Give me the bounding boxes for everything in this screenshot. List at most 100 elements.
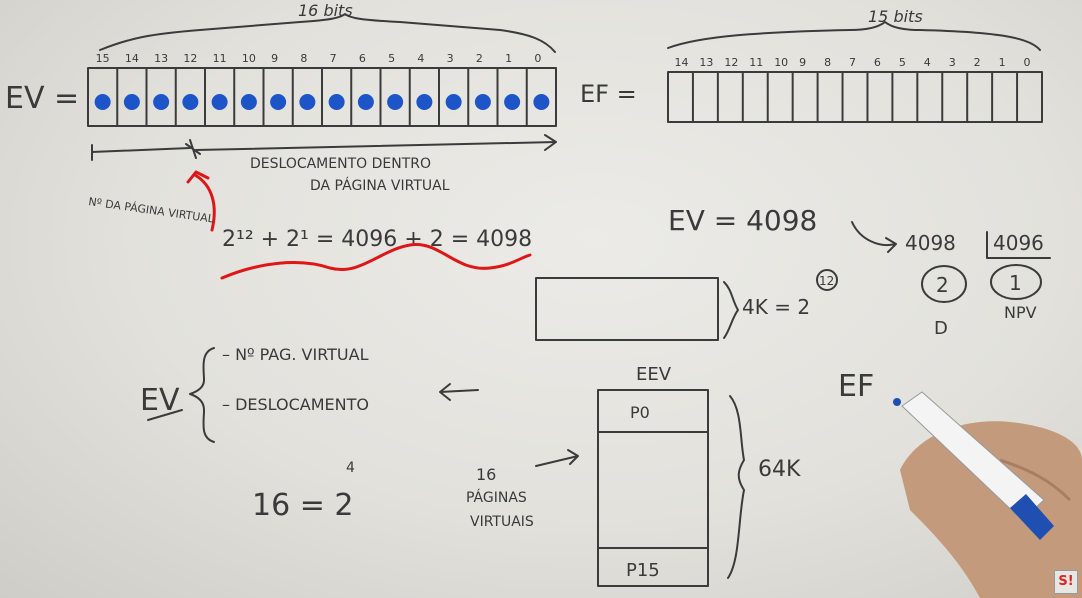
ev-bit-dot xyxy=(474,94,491,110)
exponent-circle xyxy=(816,269,838,291)
ef-bit-label: 12 xyxy=(724,56,738,69)
ev-bit-dot xyxy=(533,94,550,110)
ef-bit-brace xyxy=(667,21,1041,51)
page-rect xyxy=(535,277,719,341)
red-underline xyxy=(220,243,532,280)
ef-bits-title: 15 bits xyxy=(868,7,923,26)
pages-count-formula: 16 = 2 xyxy=(252,488,353,523)
ef-register-box xyxy=(667,71,1043,123)
ev-bit-label: 8 xyxy=(300,52,307,65)
ev-bit-label: 12 xyxy=(183,52,197,65)
division-calc: EV = 4098 4098 4096 2 1 D NPV xyxy=(668,204,1051,339)
ev-split-arrows: Nº DA PÁGINA VIRTUAL DESLOCAMENTO DENTRO… xyxy=(88,134,557,280)
ev-bit-dot xyxy=(153,94,170,110)
ev-bit-dot xyxy=(211,94,228,110)
eev-brace xyxy=(727,395,745,579)
ev-bit-dot xyxy=(416,94,433,110)
ev-bits-title: 16 bits xyxy=(298,1,353,20)
ef-bit-label: 8 xyxy=(824,56,831,69)
ef-bit-label: 11 xyxy=(749,56,763,69)
ev-bit-dot xyxy=(445,94,462,110)
ef-bit-label: 7 xyxy=(849,56,856,69)
ev-bit-dot xyxy=(240,94,257,110)
ev-bit-label: 1 xyxy=(505,52,512,65)
ef-bit-label: 13 xyxy=(699,56,713,69)
quotient-value: 1 xyxy=(1009,271,1022,295)
ef-label: EF = xyxy=(580,80,637,108)
split-arrow-lines xyxy=(91,134,557,161)
ev-label: EV = xyxy=(5,81,79,116)
ev-value: EV = 4098 xyxy=(668,204,817,237)
eev-rect xyxy=(597,389,709,587)
hand-with-marker xyxy=(893,391,1082,598)
eev-top-cell: P0 xyxy=(630,403,650,422)
page-size-label: 4K = 2 xyxy=(742,295,810,319)
marker-cap xyxy=(1010,494,1054,540)
ef-bit-label: 10 xyxy=(774,56,788,69)
ev-bit-brace xyxy=(99,13,556,53)
ev-bit-dot xyxy=(270,94,287,110)
ev-bit-label: 14 xyxy=(125,52,139,65)
ef-bit-label: 6 xyxy=(874,56,881,69)
ef-bit-label: 2 xyxy=(974,56,981,69)
quotient-label: NPV xyxy=(1004,303,1037,322)
ev-bit-label: 15 xyxy=(96,52,110,65)
eev-size-label: 64K xyxy=(758,457,801,482)
ev-underline xyxy=(147,409,183,421)
ef-bit-label: 14 xyxy=(674,56,688,69)
division-bracket xyxy=(986,231,1051,259)
calc-arrow xyxy=(851,221,897,253)
eev-note-line3: VIRTUAIS xyxy=(470,514,534,530)
ev-bit-label: 3 xyxy=(447,52,454,65)
marker-tip xyxy=(893,398,901,406)
ev-bit-label: 11 xyxy=(213,52,227,65)
remainder-circle xyxy=(921,265,967,303)
ev-bit-label: 5 xyxy=(388,52,395,65)
channel-logo: S! xyxy=(1054,570,1078,594)
ef-bit-label: 0 xyxy=(1024,56,1031,69)
eev-note-arrow xyxy=(535,449,579,467)
ev-bit-dot xyxy=(182,94,199,110)
red-pointer-arrow xyxy=(186,170,216,232)
ef-bit-label: 1 xyxy=(999,56,1006,69)
npv-note: Nº DA PÁGINA VIRTUAL xyxy=(88,195,216,226)
ef-bit-label: 3 xyxy=(949,56,956,69)
remainder-label: D xyxy=(934,318,948,339)
hand-shape xyxy=(900,421,1082,598)
ev-bit-label: 2 xyxy=(476,52,483,65)
offset-formula: 2¹² + 2¹ = 4096 + 2 = 4098 xyxy=(222,227,532,252)
ev-breakdown: EV – Nº PAG. VIRTUAL – DESLOCAMENTO xyxy=(140,345,479,443)
divisor: 4096 xyxy=(993,231,1044,255)
dividend: 4098 xyxy=(905,231,956,255)
ev-bit-label: 9 xyxy=(271,52,278,65)
ev-bit-dot xyxy=(94,94,111,110)
eev-bottom-cell: P15 xyxy=(626,560,660,581)
breakdown-arrow xyxy=(439,383,479,401)
ev-bit-dot xyxy=(299,94,316,110)
remainder-value: 2 xyxy=(936,273,949,297)
offset-note-line2: DA PÁGINA VIRTUAL xyxy=(310,177,450,194)
eev-dividers xyxy=(597,431,709,549)
ev-bit-dot xyxy=(357,94,374,110)
breakdown-item1: – Nº PAG. VIRTUAL xyxy=(222,345,369,364)
eev-note-line2: PÁGINAS xyxy=(466,489,527,506)
ev-bit-label: 7 xyxy=(330,52,337,65)
page-exponent: 12 xyxy=(819,274,834,288)
ef-bottom-label: EF xyxy=(838,369,874,404)
page-box: 4K = 2 12 xyxy=(535,269,838,341)
ef-bit-label: 9 xyxy=(799,56,806,69)
ef-bit-label: 4 xyxy=(924,56,931,69)
ev-breakdown-brace xyxy=(189,347,215,443)
page-brace xyxy=(723,281,739,339)
ev-bit-label: 4 xyxy=(417,52,424,65)
ev-bit-dot xyxy=(123,94,140,110)
pages-count-exponent: 4 xyxy=(346,460,355,476)
offset-note-line1: DESLOCAMENTO DENTRO xyxy=(250,156,431,172)
hand-crease xyxy=(999,458,1072,502)
